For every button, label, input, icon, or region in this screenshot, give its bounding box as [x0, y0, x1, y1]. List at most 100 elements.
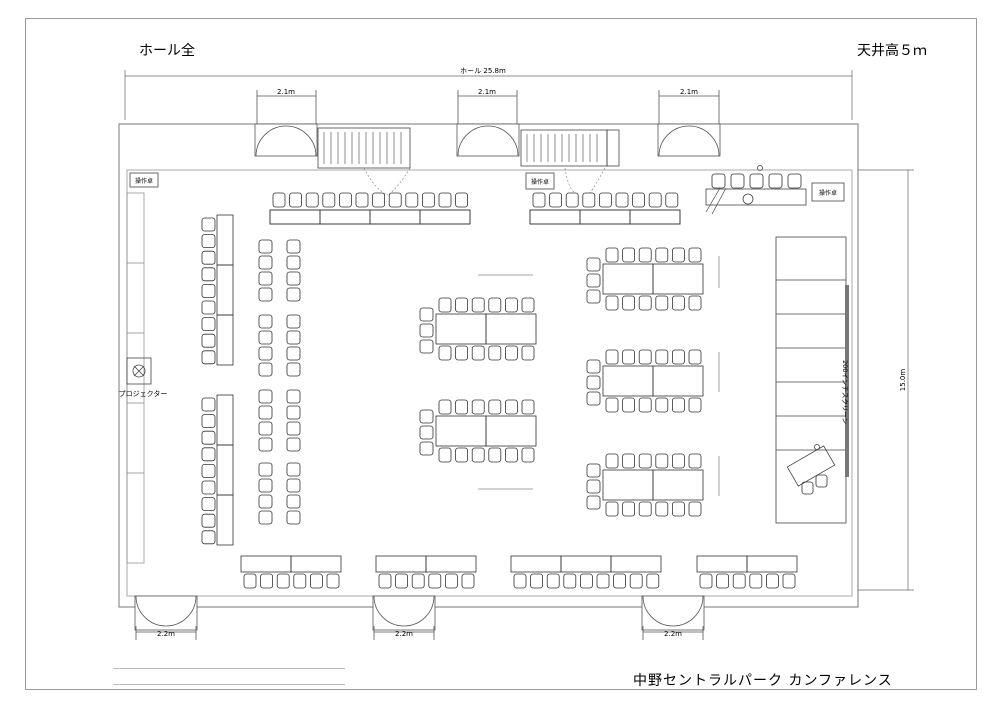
chair	[258, 362, 273, 377]
room-walls	[118, 123, 859, 608]
chair	[688, 349, 702, 365]
table	[529, 209, 581, 225]
chair	[586, 273, 601, 288]
table	[602, 365, 654, 397]
chair	[286, 494, 301, 509]
chair	[201, 497, 216, 512]
door-width-bottom-1: 2.2m	[157, 630, 175, 638]
chair	[655, 295, 669, 311]
chair	[521, 297, 535, 313]
chair	[355, 192, 369, 208]
chair	[305, 192, 319, 208]
table	[485, 313, 537, 345]
stair-treads	[323, 132, 598, 164]
height-dimension-label: 15.0m	[899, 369, 907, 392]
chair	[471, 297, 485, 313]
chair	[688, 453, 702, 469]
chair	[286, 346, 301, 361]
chair	[582, 192, 596, 208]
chair	[655, 453, 669, 469]
chair	[638, 295, 652, 311]
chair	[488, 399, 502, 415]
chair	[286, 239, 301, 254]
chair	[605, 349, 619, 365]
chair	[455, 345, 469, 361]
chair	[258, 510, 273, 525]
presenter-desk	[786, 444, 836, 487]
plan-title: ホール全	[139, 43, 195, 59]
chair	[395, 573, 409, 589]
chair	[438, 447, 452, 463]
chair	[716, 573, 729, 589]
door-width-top-3: 2.1m	[680, 88, 698, 96]
panel-table	[705, 165, 807, 206]
chair	[286, 255, 301, 270]
chair	[768, 173, 783, 189]
chair	[258, 239, 273, 254]
chair	[672, 247, 685, 263]
chair	[638, 397, 652, 413]
chair	[438, 192, 452, 208]
chair	[405, 192, 419, 208]
chair	[622, 397, 635, 413]
title-block-line	[113, 684, 345, 685]
table	[652, 365, 704, 397]
table	[216, 214, 234, 266]
table	[652, 469, 704, 501]
table	[652, 263, 704, 295]
chair	[258, 330, 273, 345]
chair	[258, 287, 273, 302]
table	[375, 555, 427, 573]
chair	[411, 573, 425, 589]
table	[485, 415, 537, 447]
chair	[504, 447, 518, 463]
chair	[513, 573, 527, 589]
chair	[258, 271, 273, 286]
chair	[622, 295, 635, 311]
chair	[749, 573, 763, 589]
chair	[632, 192, 645, 208]
chair	[605, 295, 619, 311]
chair	[201, 333, 216, 348]
chair	[286, 330, 301, 345]
table	[240, 555, 292, 573]
chair	[596, 573, 610, 589]
chair	[201, 397, 216, 412]
chair	[455, 297, 469, 313]
chair	[201, 530, 216, 545]
chair	[286, 287, 301, 302]
table	[369, 209, 421, 225]
table	[216, 494, 234, 546]
chair	[665, 192, 679, 208]
chair	[488, 345, 502, 361]
chair	[419, 425, 434, 440]
chair	[258, 494, 273, 509]
control-desk-right	[811, 182, 845, 202]
chair	[471, 447, 485, 463]
chair	[455, 447, 469, 463]
aisle-lines	[478, 256, 720, 496]
table	[602, 263, 654, 295]
chair	[286, 510, 301, 525]
projector-icon	[126, 357, 152, 385]
chair	[530, 573, 543, 589]
chair	[605, 397, 619, 413]
chair	[622, 247, 635, 263]
left-wall-panels	[126, 192, 145, 564]
chair	[549, 192, 562, 208]
table	[629, 209, 681, 225]
chair	[258, 478, 273, 493]
chair	[615, 192, 629, 208]
control-desk-center	[525, 172, 555, 190]
chair	[322, 192, 336, 208]
chair	[201, 267, 216, 282]
chair	[688, 397, 702, 413]
projection-screen	[845, 285, 849, 477]
chair	[286, 478, 301, 493]
height-dimension	[858, 169, 914, 591]
chair	[258, 314, 273, 329]
table	[216, 264, 234, 316]
chair	[201, 300, 216, 315]
screen-label: 200インチスクリーン	[841, 360, 849, 424]
control-desk-right-label: 操作卓	[819, 189, 837, 197]
